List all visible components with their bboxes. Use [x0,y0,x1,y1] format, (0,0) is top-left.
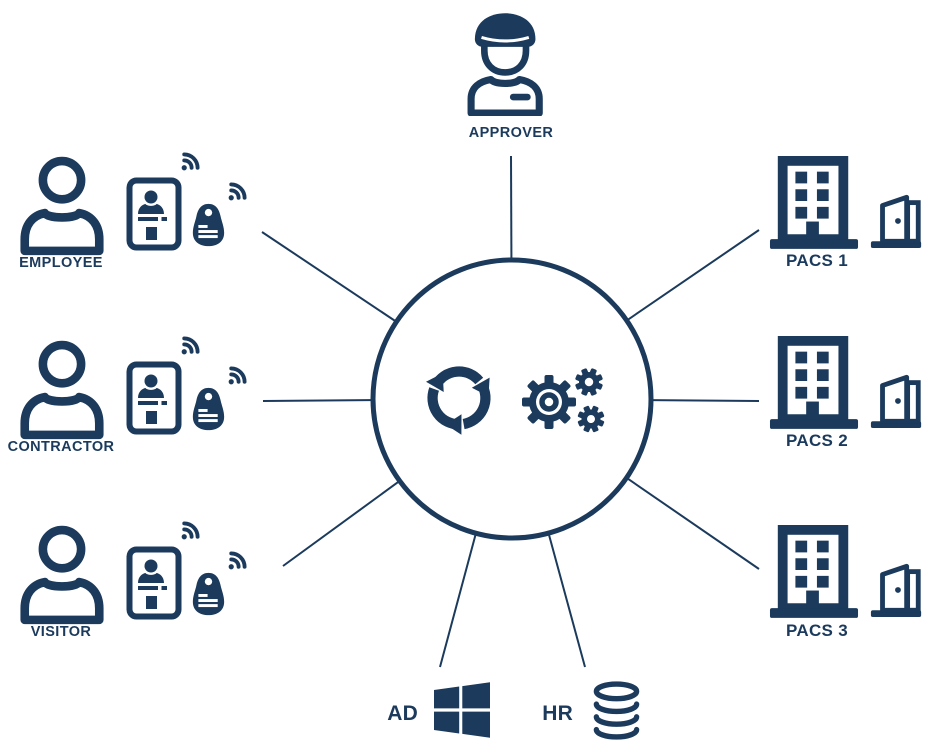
building-icon [769,152,859,250]
windows-icon [434,682,490,738]
pacs-2-label: PACS 2 [786,431,848,450]
key-fob-icon [190,571,227,617]
id-badge-icon [126,177,182,251]
building-icon [769,521,859,619]
pacs-3-label: PACS 3 [786,621,848,640]
hr-label: HR [542,702,573,725]
wifi-icon [224,362,251,389]
gears-icon [520,366,608,438]
visitor-label: VISITOR [30,624,92,640]
building-icon [769,332,859,430]
contractor-label: CONTRACTOR [7,439,115,455]
wifi-icon [177,332,204,359]
employee-label: EMPLOYEE [19,255,103,271]
recycle-icon [415,354,503,442]
security-guard-icon [455,8,561,116]
open-door-icon [869,370,925,430]
id-badge-icon [126,361,182,435]
hub-circle [370,257,654,541]
open-door-icon [869,190,925,250]
person-icon [19,153,105,257]
wifi-icon [224,547,251,574]
key-fob-icon [190,202,227,248]
key-fob-icon [190,386,227,432]
ad-label: AD [387,702,418,725]
person-icon [19,337,105,441]
wifi-icon [177,148,204,175]
id-badge-icon [126,546,182,620]
approver-label: APPROVER [468,125,554,141]
wifi-icon [224,178,251,205]
database-icon [591,681,642,740]
person-icon [19,522,105,626]
open-door-icon [869,559,925,619]
wifi-icon [177,517,204,544]
pacs-1-label: PACS 1 [786,251,848,270]
